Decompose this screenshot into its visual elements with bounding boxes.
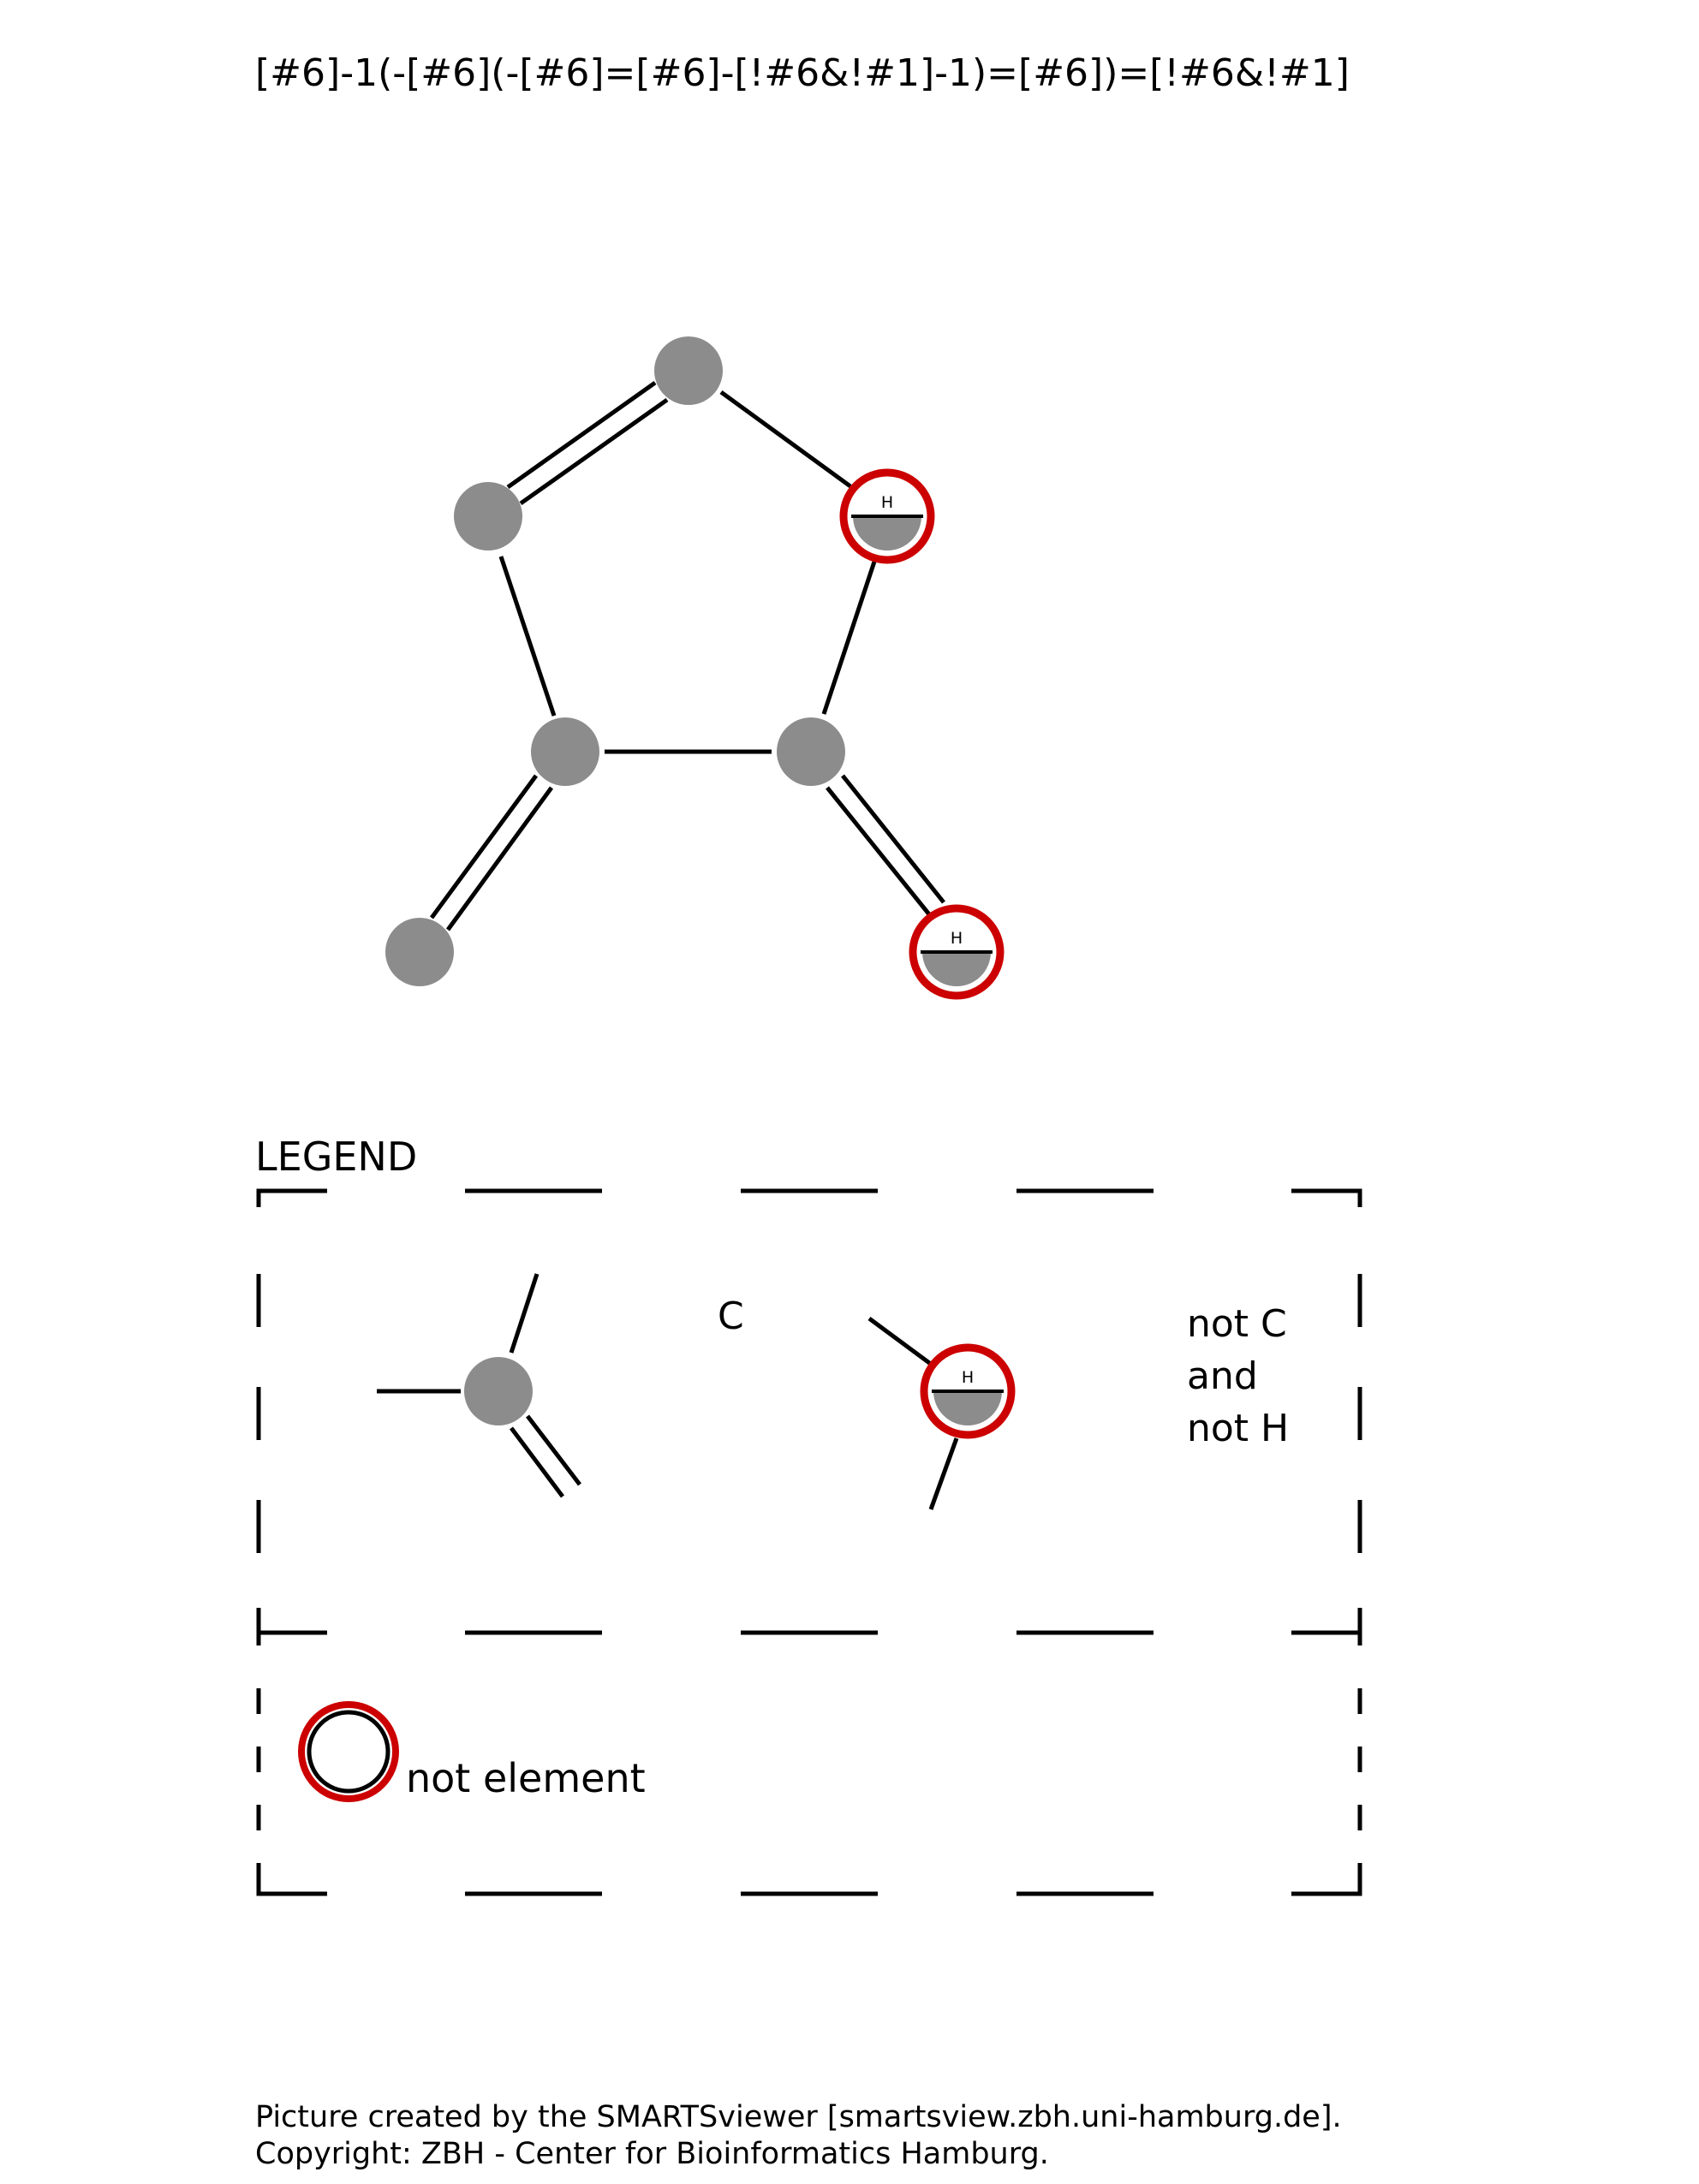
legend-not-c-not-h-label: not C and not H bbox=[1187, 1298, 1289, 1455]
legend-not-c-not-h-example: H bbox=[867, 1316, 1016, 1510]
footer-line: Copyright: ZBH - Center for Bioinformati… bbox=[255, 2137, 1049, 2171]
bond-double bbox=[429, 774, 554, 931]
bond-single bbox=[498, 556, 557, 717]
bond-double bbox=[506, 380, 669, 506]
legend-not-c-line: and bbox=[1187, 1354, 1258, 1398]
legend-not-element-example bbox=[298, 1701, 399, 1802]
carbon-atom bbox=[531, 717, 599, 786]
carbon-atom bbox=[777, 717, 845, 786]
legend-carbon-example bbox=[377, 1273, 581, 1498]
not-c-not-h-atom: H bbox=[909, 904, 1004, 1000]
carbon-atom bbox=[454, 482, 522, 550]
carbon-atom bbox=[654, 336, 723, 405]
atom-label: H bbox=[881, 493, 893, 512]
atom-label: H bbox=[951, 929, 963, 948]
bond-double bbox=[826, 774, 945, 916]
molecule-bonds bbox=[429, 380, 945, 931]
legend-not-c-line: not H bbox=[1187, 1407, 1290, 1450]
carbon-atom bbox=[385, 918, 454, 986]
footer-credit: Picture created by the SMARTSviewer [sma… bbox=[255, 2099, 1342, 2173]
not-c-not-h-atom: H bbox=[839, 468, 935, 564]
legend-carbon-label: C bbox=[718, 1294, 744, 1338]
legend-not-element-label: not element bbox=[406, 1755, 646, 1801]
atom-label: H bbox=[962, 1368, 974, 1387]
smarts-string: [#6]-1(-[#6](-[#6]=[#6]-[!#6&!#1]-1)=[#6… bbox=[255, 51, 1350, 95]
carbon-atom bbox=[464, 1357, 533, 1425]
footer-line: Picture created by the SMARTSviewer [sma… bbox=[255, 2100, 1342, 2134]
bond-single bbox=[821, 558, 878, 715]
legend-frame bbox=[256, 1188, 1362, 1896]
legend-title: LEGEND bbox=[255, 1134, 418, 1180]
legend-not-c-line: not C bbox=[1187, 1302, 1287, 1346]
bond-single bbox=[719, 390, 852, 489]
molecule-atoms: H H bbox=[385, 336, 1004, 1000]
